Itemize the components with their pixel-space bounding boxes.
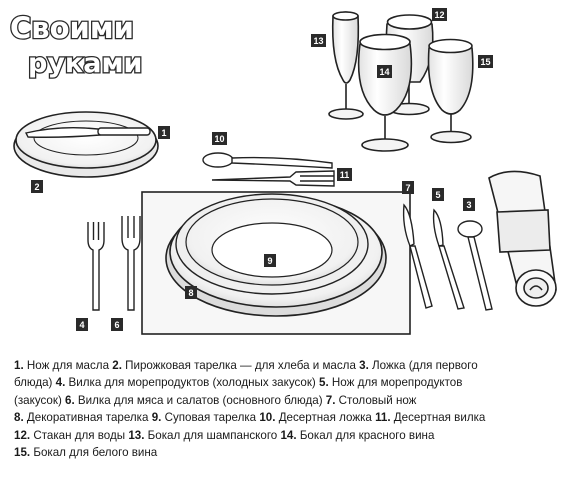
dessert-spoon: [202, 152, 333, 169]
legend-number: 14.: [280, 428, 297, 442]
marker-label: 11: [340, 170, 350, 180]
marker-1: 1: [158, 126, 170, 139]
marker-label: 5: [435, 190, 440, 200]
marker-label: 8: [188, 288, 193, 298]
glasses: [328, 11, 474, 152]
butter-knife: [24, 126, 151, 138]
dessert-fork: [211, 170, 335, 187]
legend-caption: 1. Нож для масла 2. Пирожковая тарелка —…: [14, 357, 560, 461]
legend-text: Десертная ложка: [275, 411, 376, 425]
legend-text: Вилка для мяса и салатов (основного блюд…: [74, 393, 326, 407]
legend-number: 12.: [14, 428, 31, 442]
marker-label: 14: [379, 67, 389, 77]
right-cutlery: [402, 203, 493, 311]
table-knife: [402, 203, 433, 309]
legend-line: 15. Бокал для белого вина: [14, 444, 560, 461]
marker-11: 11: [337, 168, 352, 181]
marker-13: 13: [311, 34, 326, 47]
seafood-fork: [87, 222, 105, 311]
legend-line: 12. Стакан для воды 13. Бокал для шампан…: [14, 427, 560, 444]
legend-text: Бокал для красного вина: [296, 428, 435, 442]
legend-text: Вилка для морепродуктов (холодных закусо…: [65, 376, 320, 390]
marker-label: 10: [214, 134, 224, 144]
marker-7: 7: [402, 181, 414, 194]
marker-label: 7: [405, 183, 410, 193]
marker-10: 10: [212, 132, 227, 145]
legend-text: блюда): [14, 376, 56, 390]
legend-number: 10.: [259, 411, 276, 425]
logo: Своими руками: [9, 10, 144, 81]
marker-label: 2: [34, 182, 39, 192]
bread-plate: [13, 111, 159, 178]
legend-number: 11.: [375, 411, 391, 425]
legend-number: 7.: [325, 393, 336, 407]
legend-text: Столовый нож: [335, 393, 417, 407]
legend-text: (закусок): [14, 393, 66, 407]
marker-12: 12: [432, 8, 447, 21]
legend-number: 8.: [14, 411, 24, 425]
legend-text: Декоративная тарелка: [23, 411, 152, 425]
soup-spoon: [457, 220, 493, 311]
dessert-cutlery: [202, 152, 335, 187]
legend-text: Нож для масла: [23, 359, 113, 372]
marker-label: 15: [480, 57, 490, 67]
legend-text: Пирожковая тарелка — для хлеба и масла: [121, 359, 360, 372]
legend-number: 6.: [65, 393, 75, 407]
champagne-flute: [328, 11, 364, 120]
marker-3: 3: [463, 198, 475, 211]
legend-number: 2.: [112, 359, 122, 372]
legend-line: блюда) 4. Вилка для морепродуктов (холод…: [14, 374, 560, 391]
logo-line1: Своими: [10, 11, 134, 45]
legend-line: (закусок) 6. Вилка для мяса и салатов (о…: [14, 392, 560, 409]
marker-8: 8: [185, 286, 197, 299]
red-wine-glass: [357, 33, 413, 152]
white-wine-glass: [427, 38, 474, 144]
marker-9: 9: [264, 254, 276, 267]
marker-14: 14: [377, 65, 392, 78]
marker-label: 4: [79, 320, 84, 330]
legend-number: 13.: [128, 428, 145, 442]
plates: [165, 193, 387, 317]
legend-number: 4.: [55, 376, 66, 390]
legend-text: Бокал для шампанского: [144, 428, 281, 442]
marker-label: 6: [114, 320, 119, 330]
logo-line2: руками: [28, 48, 142, 79]
legend-number: 1.: [14, 359, 24, 372]
legend-text: Стакан для воды: [30, 428, 129, 442]
marker-15: 15: [478, 55, 493, 68]
marker-label: 9: [267, 256, 272, 266]
left-forks: [87, 216, 141, 311]
marker-2: 2: [31, 180, 43, 193]
legend-number: 5.: [319, 376, 329, 390]
legend-text: Ложка (для первого: [368, 359, 478, 372]
legend-line: 8. Декоративная тарелка 9. Суповая тарел…: [14, 409, 560, 426]
legend-text: Нож для морепродуктов: [328, 376, 463, 390]
legend-number: 15.: [14, 446, 31, 460]
marker-4: 4: [76, 318, 88, 331]
main-fork: [121, 216, 141, 311]
marker-label: 1: [161, 128, 166, 138]
legend-text: Десертная вилка: [390, 411, 486, 425]
legend-number: 9.: [151, 411, 162, 425]
seafood-knife: [432, 208, 465, 310]
legend-text: Суповая тарелка: [161, 411, 260, 425]
legend-line: 1. Нож для масла 2. Пирожковая тарелка —…: [14, 357, 560, 374]
napkin: [488, 170, 557, 307]
marker-label: 13: [313, 36, 323, 46]
marker-6: 6: [111, 318, 123, 331]
legend-number: 3.: [359, 359, 369, 372]
marker-5: 5: [432, 188, 444, 201]
marker-label: 3: [466, 200, 471, 210]
marker-label: 12: [434, 10, 444, 20]
legend-text: Бокал для белого вина: [30, 446, 158, 460]
